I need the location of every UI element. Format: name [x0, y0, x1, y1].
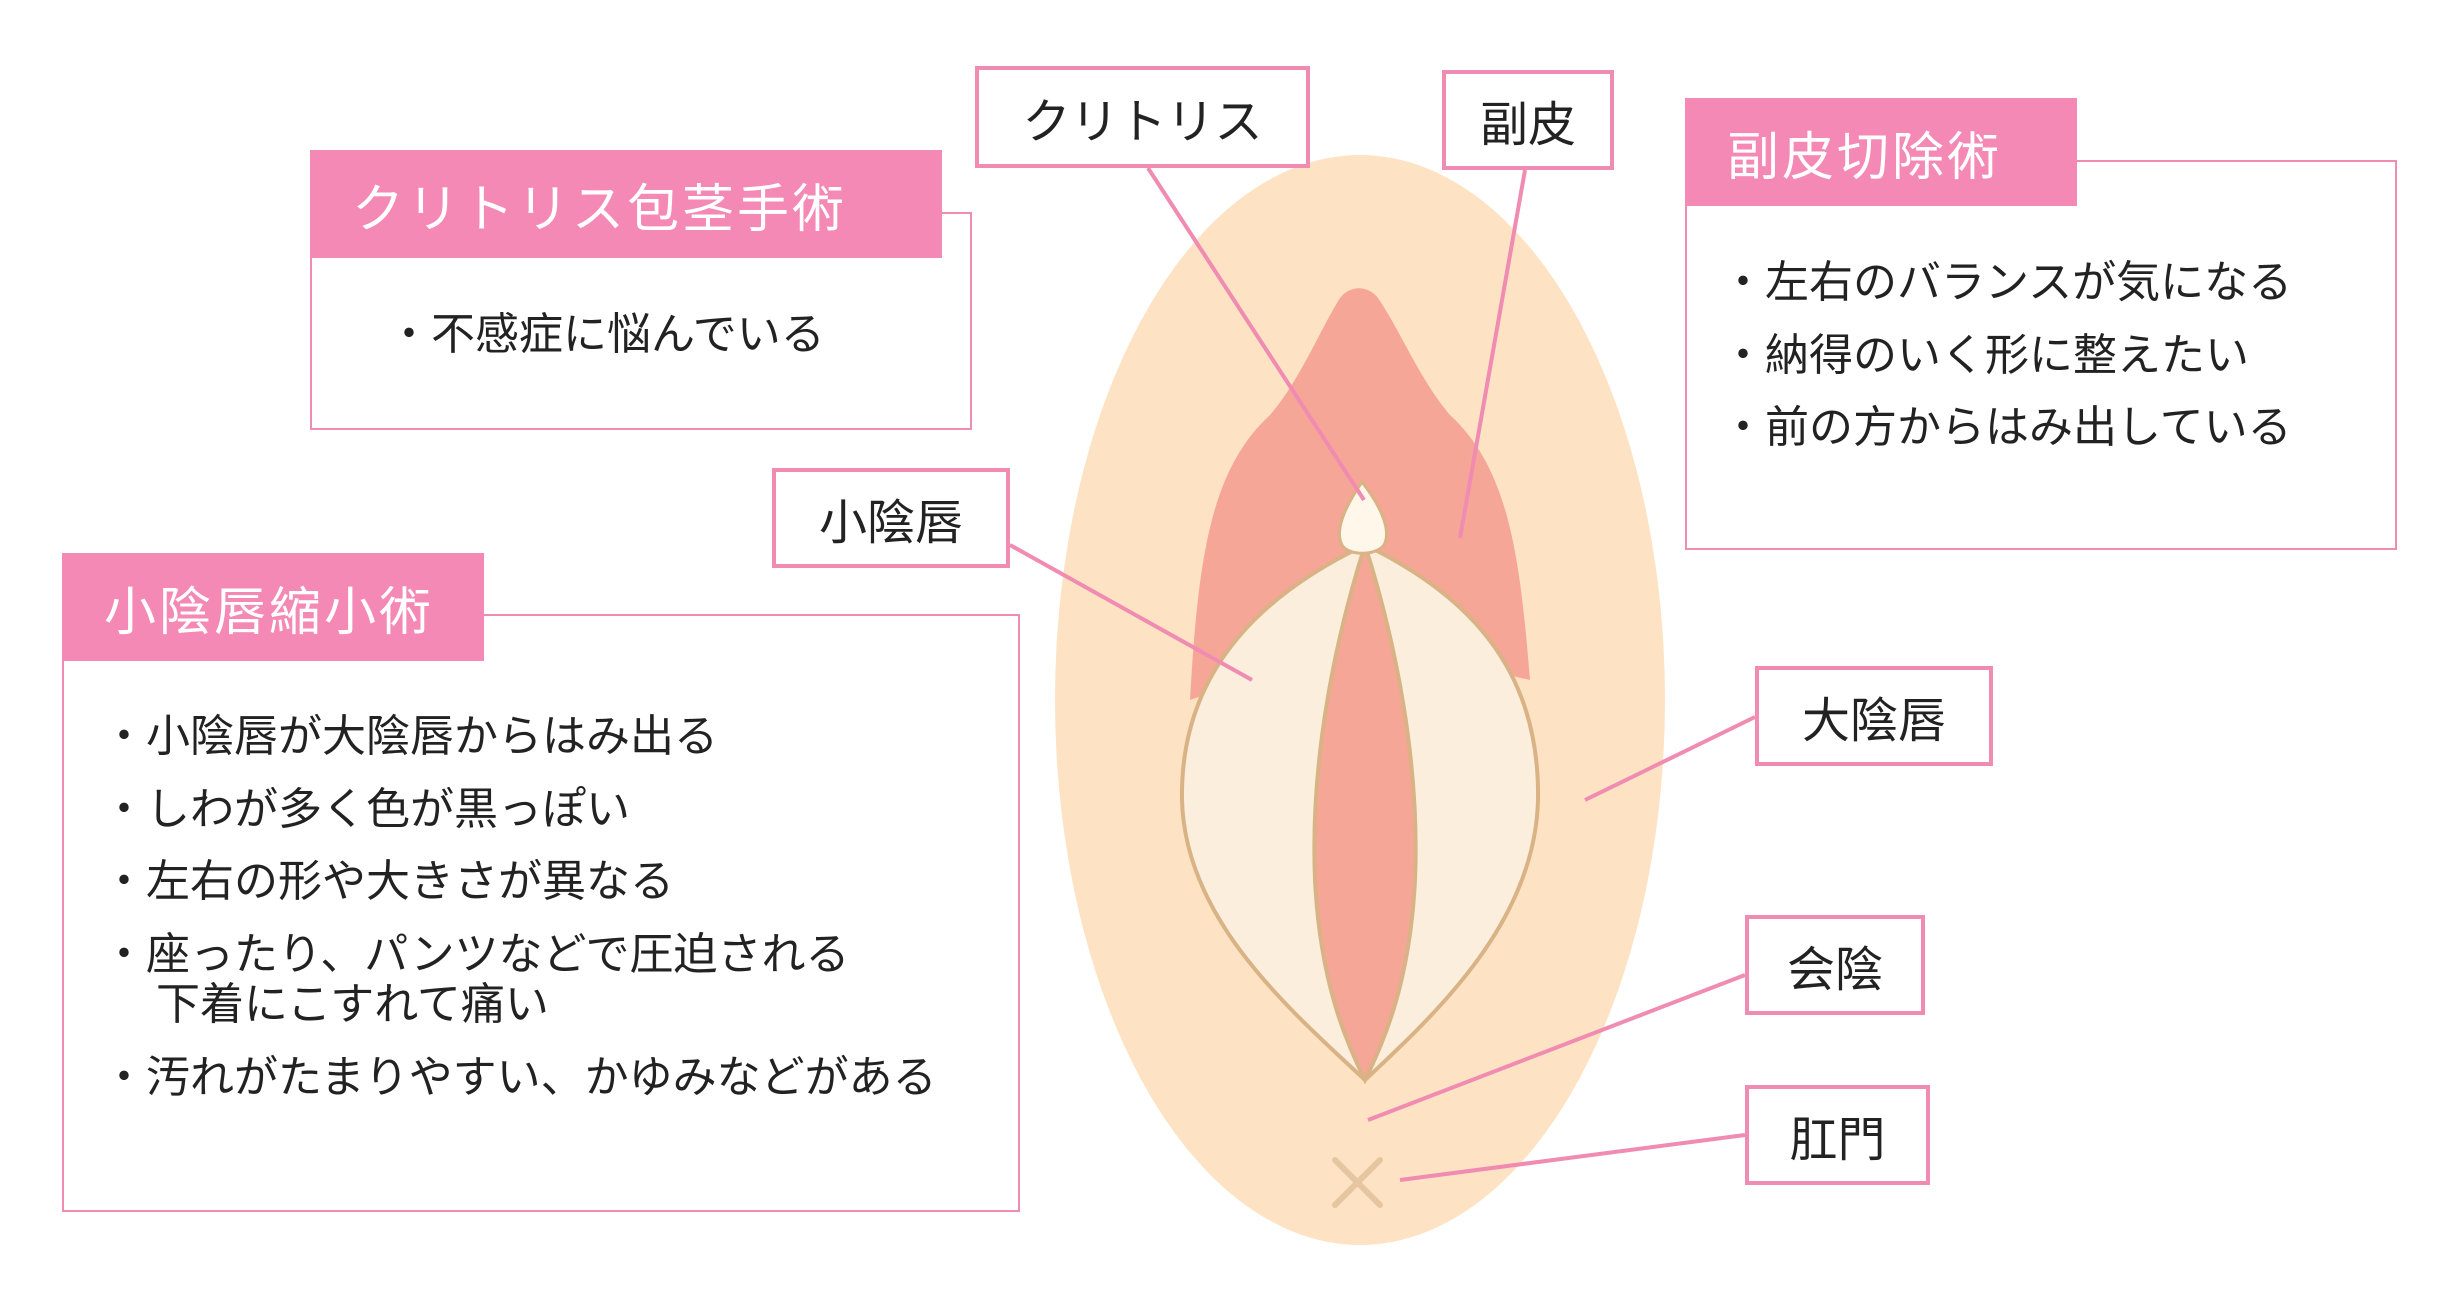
leader-line-perineum — [1367, 973, 1746, 1122]
list-item: 左右のバランスが気になる — [1721, 257, 2292, 309]
leader-line-anus — [1399, 1133, 1746, 1182]
label-labia-minora: 小陰唇 — [772, 468, 1010, 568]
list-item: 不感症に悩んでいる — [387, 309, 825, 361]
labia-minora-shape — [1312, 538, 1418, 1085]
list-item: 座ったり、パンツなどで圧迫される 下着にこすれて痛い — [102, 929, 937, 1031]
list-item: しわが多く色が黒っぽい — [102, 784, 937, 836]
list-item: 汚れがたまりやすい、かゆみなどがある — [102, 1052, 937, 1104]
label-clitoris: クリトリス — [975, 66, 1310, 168]
leader-line-prepuce — [1458, 169, 1527, 539]
list-item: 小陰唇が大陰唇からはみ出る — [102, 711, 937, 763]
anus-mark — [1332, 1157, 1383, 1208]
panel-prepuce-resection-title: 副皮切除術 — [1685, 98, 2077, 206]
list-item: 前の方からはみ出している — [1721, 403, 2292, 454]
label-perineum: 会陰 — [1745, 915, 1925, 1015]
leader-line-labia-majora — [1584, 715, 1756, 802]
panel-labiaplasty-title: 小陰唇縮小術 — [62, 553, 484, 661]
leader-line-clitoris — [1146, 166, 1366, 502]
clitoral-hood-list: 不感症に悩んでいる — [387, 309, 825, 361]
clitoris-shape — [1337, 479, 1389, 555]
label-anus: 肛門 — [1745, 1085, 1930, 1185]
label-labia-majora: 大陰唇 — [1755, 666, 1993, 766]
labiaplasty-list: 小陰唇が大陰唇からはみ出る しわが多く色が黒っぽい 左右の形や大きさが異なる 座… — [102, 711, 937, 1104]
label-prepuce: 副皮 — [1442, 70, 1614, 170]
prepuce-resection-list: 左右のバランスが気になる 納得のいく形に整えたい 前の方からはみ出している — [1721, 257, 2292, 454]
leader-line-labia-minora — [1009, 543, 1253, 682]
list-item: 納得のいく形に整えたい — [1721, 330, 2292, 382]
panel-clitoral-hood-title: クリトリス包茎手術 — [310, 150, 942, 258]
list-item: 左右の形や大きさが異なる — [102, 856, 937, 908]
